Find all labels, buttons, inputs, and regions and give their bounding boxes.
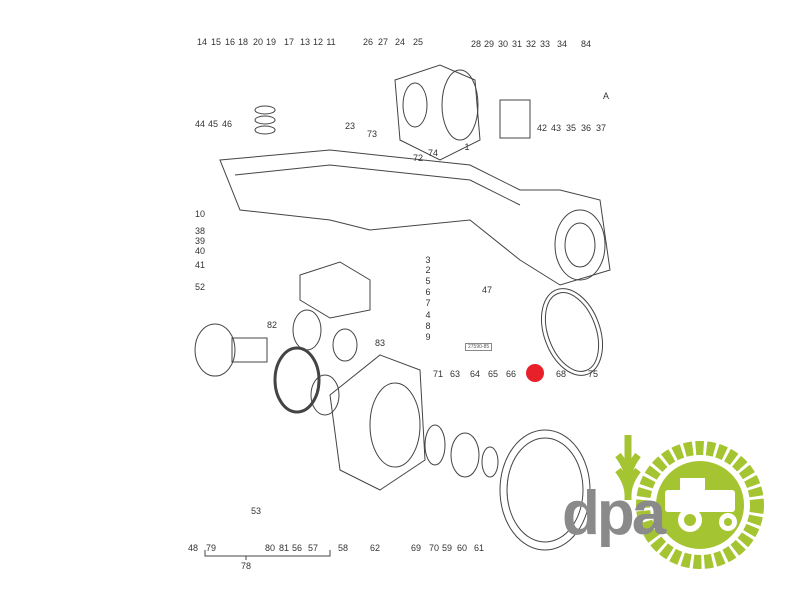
part-label: 2 bbox=[425, 265, 431, 275]
part-label: 74 bbox=[427, 148, 439, 158]
part-label: 11 bbox=[326, 37, 336, 47]
part-label: 31 bbox=[511, 39, 523, 49]
part-label: 17 bbox=[283, 37, 295, 47]
part-label: 9 bbox=[425, 332, 431, 342]
part-label: 61 bbox=[473, 543, 485, 553]
part-label: 56 bbox=[291, 543, 303, 553]
part-label: 52 bbox=[194, 282, 206, 292]
part-label: 66 bbox=[505, 369, 517, 379]
part-label: 30 bbox=[497, 39, 509, 49]
dpa-logo-graphic bbox=[615, 435, 764, 569]
part-label: 71 bbox=[432, 369, 444, 379]
part-label: 81 bbox=[278, 543, 290, 553]
part-label: 44 bbox=[194, 119, 206, 129]
part-label: 62 bbox=[369, 543, 381, 553]
part-label: 7 bbox=[425, 298, 431, 308]
part-label: 25 bbox=[412, 37, 424, 47]
part-label: 59 bbox=[441, 543, 453, 553]
part-label: 37 bbox=[595, 123, 607, 133]
part-label: 78 bbox=[240, 561, 252, 571]
part-label: 32 bbox=[525, 39, 537, 49]
part-label: 79 bbox=[205, 543, 217, 553]
part-label: 69 bbox=[410, 543, 422, 553]
part-label: 27 bbox=[377, 37, 389, 47]
part-label: 42 bbox=[536, 123, 548, 133]
part-label: 8 bbox=[425, 321, 431, 331]
part-label: 84 bbox=[580, 39, 592, 49]
part-label: 75 bbox=[587, 369, 599, 379]
part-label: 83 bbox=[374, 338, 386, 348]
part-label: 80 bbox=[264, 543, 276, 553]
part-label: 60 bbox=[456, 543, 468, 553]
part-label: 58 bbox=[337, 543, 349, 553]
part-label: 6 bbox=[425, 287, 431, 297]
part-label: 68 bbox=[555, 369, 567, 379]
part-label: 14 bbox=[196, 37, 208, 47]
part-label: 18 bbox=[237, 37, 249, 47]
part-label: 65 bbox=[487, 369, 499, 379]
part-label: 34 bbox=[556, 39, 568, 49]
part-label: A bbox=[602, 91, 610, 101]
highlight-dot bbox=[526, 364, 544, 382]
part-label: 23 bbox=[344, 121, 356, 131]
part-label: 33 bbox=[539, 39, 551, 49]
part-label: 15 bbox=[210, 37, 222, 47]
part-label: 13 bbox=[299, 37, 311, 47]
part-label: 53 bbox=[250, 506, 262, 516]
part-label: 10 bbox=[194, 209, 206, 219]
part-label: 12 bbox=[312, 37, 324, 47]
part-label: 47 bbox=[481, 285, 493, 295]
part-label: 38 bbox=[194, 226, 206, 236]
part-label: 28 bbox=[470, 39, 482, 49]
part-label: 36 bbox=[580, 123, 592, 133]
part-label: 19 bbox=[265, 37, 277, 47]
part-label: 57 bbox=[307, 543, 319, 553]
part-label: 39 bbox=[194, 236, 206, 246]
part-label: 26 bbox=[362, 37, 374, 47]
logo-text: dpa bbox=[562, 479, 666, 548]
part-label: 40 bbox=[194, 246, 206, 256]
part-label: 5 bbox=[425, 276, 431, 286]
plate-code: 27590-85 bbox=[465, 343, 493, 351]
part-label: 29 bbox=[483, 39, 495, 49]
part-label: 41 bbox=[194, 260, 206, 270]
part-label: 24 bbox=[394, 37, 406, 47]
part-label: 46 bbox=[221, 119, 233, 129]
part-label: 4 bbox=[425, 310, 431, 320]
part-label: 16 bbox=[224, 37, 236, 47]
part-label: 82 bbox=[266, 320, 278, 330]
part-label: 35 bbox=[565, 123, 577, 133]
part-label: 48 bbox=[187, 543, 199, 553]
part-label: 1 bbox=[464, 142, 470, 152]
part-label: 20 bbox=[252, 37, 264, 47]
part-label: 43 bbox=[550, 123, 562, 133]
part-label: 70 bbox=[428, 543, 440, 553]
part-label: 64 bbox=[469, 369, 481, 379]
part-label: 3 bbox=[425, 255, 431, 265]
part-label: 45 bbox=[207, 119, 219, 129]
part-label: 63 bbox=[449, 369, 461, 379]
part-label: 72 bbox=[412, 153, 424, 163]
part-label: 73 bbox=[366, 129, 378, 139]
